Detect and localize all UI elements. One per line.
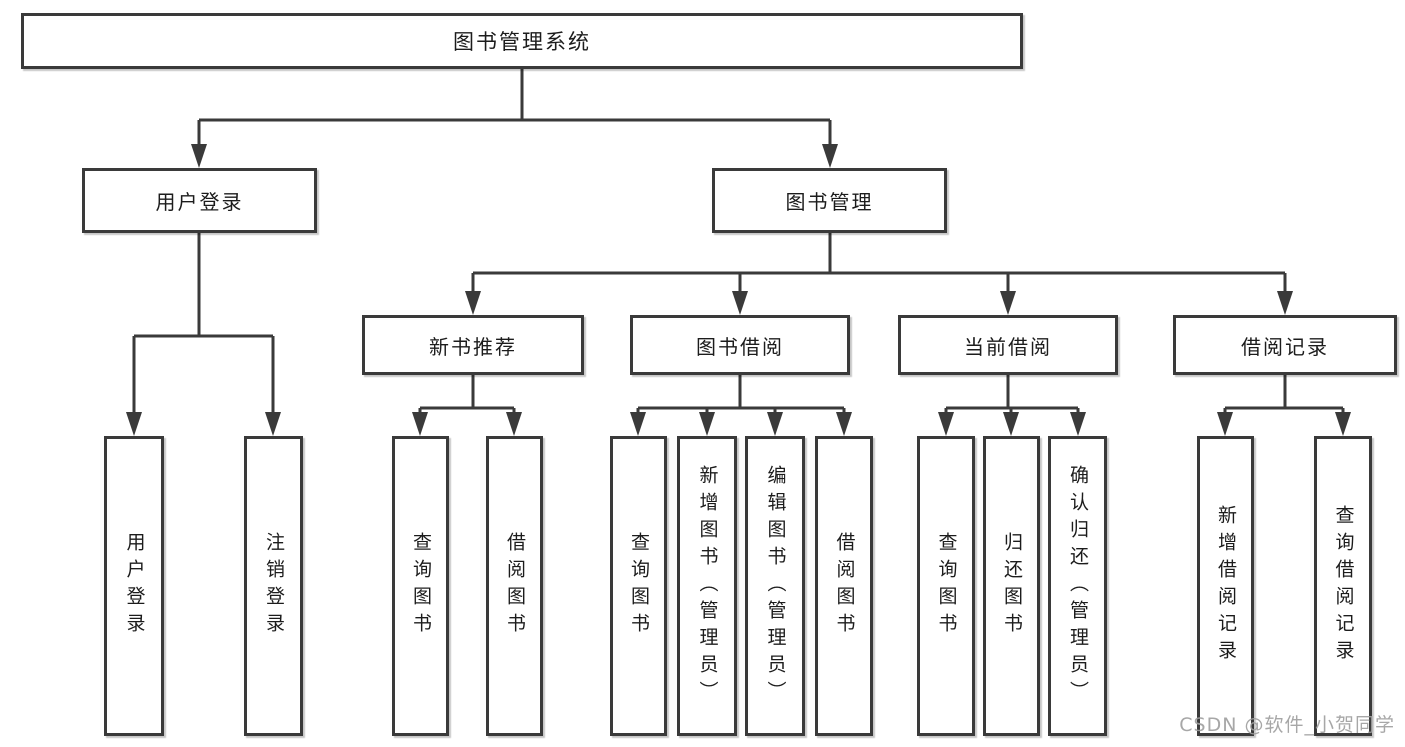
leaf-logout: 注销登录 [244,436,303,736]
connector-user-login-children [132,233,275,415]
leaf-add-borrow-record: 新增借阅记录 [1197,436,1254,736]
arrow-down-icon [506,412,522,436]
leaf-query-borrow-record-label: 查询借阅记录 [1332,505,1355,667]
connector-book-borrow-children [636,375,846,415]
node-current-borrow-label: 当前借阅 [964,334,1052,359]
connector-new-book-children [418,375,516,415]
leaf-edit-book-admin-label: 编辑图书（管理员） [764,464,787,708]
connector-book-mgmt-to-level3 [471,233,1287,294]
arrow-down-icon [191,144,207,168]
node-user-login: 用户登录 [82,168,317,233]
leaf-query-book-3-label: 查询图书 [935,532,958,640]
arrow-down-icon [767,412,783,436]
leaf-add-book-admin: 新增图书（管理员） [677,436,737,736]
node-book-borrow: 图书借阅 [630,315,850,375]
leaf-return-book: 归还图书 [983,436,1040,736]
connector-root-to-level2 [197,69,832,147]
leaf-user-login-label: 用户登录 [123,532,146,640]
leaf-query-book-1: 查询图书 [392,436,449,736]
connector-borrow-record-children [1223,375,1345,415]
arrow-down-icon [1277,291,1293,315]
node-user-login-label: 用户登录 [155,190,244,214]
leaf-add-book-admin-label: 新增图书（管理员） [696,464,719,708]
node-new-book-recommend: 新书推荐 [362,315,584,375]
arrow-down-icon [732,291,748,315]
arrow-down-icon [412,412,428,436]
arrow-down-icon [265,412,281,436]
node-root: 图书管理系统 [21,13,1023,69]
leaf-edit-book-admin: 编辑图书（管理员） [745,436,805,736]
leaf-confirm-return-admin-label: 确认归还（管理员） [1067,464,1089,708]
leaf-add-borrow-record-label: 新增借阅记录 [1215,505,1237,667]
node-root-label: 图书管理系统 [453,30,591,54]
node-book-management: 图书管理 [712,168,947,233]
arrow-down-icon [1000,291,1016,315]
node-borrow-record: 借阅记录 [1173,315,1397,375]
leaf-borrow-book-1: 借阅图书 [486,436,543,736]
leaf-logout-label: 注销登录 [263,532,285,640]
node-borrow-record-label: 借阅记录 [1241,334,1329,359]
arrow-down-icon [699,412,715,436]
leaf-user-login: 用户登录 [104,436,164,736]
node-new-book-recommend-label: 新书推荐 [429,334,517,359]
leaf-return-book-label: 归还图书 [1001,532,1023,640]
node-book-management-label: 图书管理 [785,190,874,214]
leaf-query-book-2: 查询图书 [610,436,667,736]
arrow-down-icon [465,291,481,315]
connector-current-borrow-children [944,375,1080,415]
leaf-confirm-return-admin: 确认归还（管理员） [1048,436,1107,736]
leaf-query-book-3: 查询图书 [917,436,975,736]
leaf-borrow-book-2-label: 借阅图书 [833,532,856,640]
leaf-borrow-book-1-label: 借阅图书 [504,532,526,640]
arrow-down-icon [1217,412,1233,436]
arrow-down-icon [822,144,838,168]
arrow-down-icon [836,412,852,436]
arrow-down-icon [126,412,142,436]
arrow-down-icon [630,412,646,436]
csdn-watermark: CSDN @软件_小贺同学 [1179,714,1395,736]
arrow-down-icon [1003,412,1019,436]
leaf-query-book-1-label: 查询图书 [410,532,432,640]
leaf-borrow-book-2: 借阅图书 [815,436,873,736]
leaf-query-borrow-record: 查询借阅记录 [1314,436,1372,736]
arrow-down-icon [1335,412,1351,436]
node-book-borrow-label: 图书借阅 [696,334,784,359]
node-current-borrow: 当前借阅 [898,315,1118,375]
arrow-down-icon [938,412,954,436]
arrow-down-icon [1070,412,1086,436]
leaf-query-book-2-label: 查询图书 [628,532,650,640]
